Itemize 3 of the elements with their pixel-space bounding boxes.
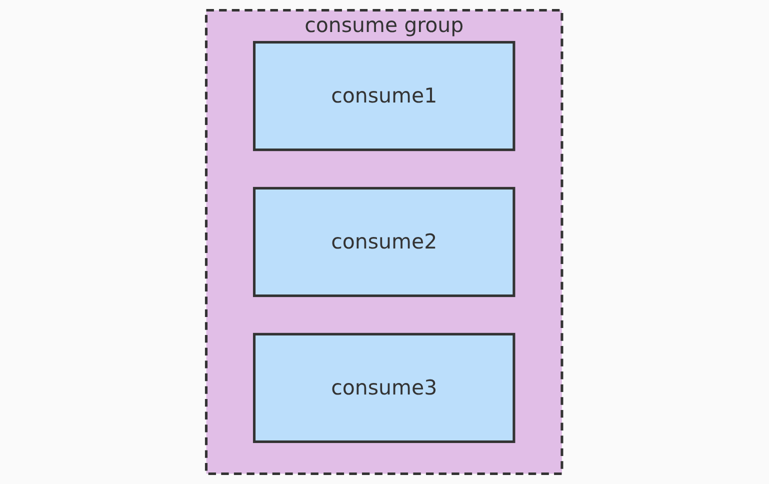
node-box (253, 332, 516, 443)
node-box (253, 186, 516, 298)
node-box (253, 40, 516, 152)
